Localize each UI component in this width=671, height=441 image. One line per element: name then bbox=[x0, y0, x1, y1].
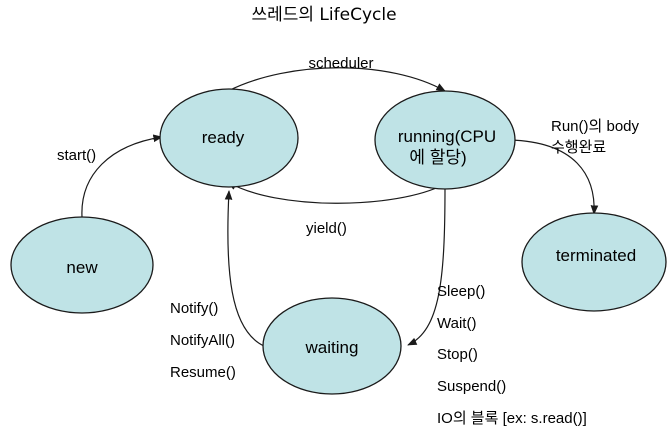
edge-wake bbox=[224, 190, 265, 347]
node-running-label-line2: 에 할당) bbox=[409, 148, 466, 167]
label-start: start() bbox=[57, 147, 96, 164]
node-ready-label: ready bbox=[202, 128, 245, 147]
edges bbox=[81, 67, 599, 347]
label-stop: Stop() bbox=[437, 346, 478, 363]
edge-run-done bbox=[509, 139, 599, 215]
node-ready bbox=[159, 88, 299, 188]
node-running bbox=[374, 90, 516, 190]
label-run-done-line1: Run()의 body bbox=[551, 118, 640, 135]
node-terminated-label: terminated bbox=[556, 246, 636, 265]
label-suspend: Suspend() bbox=[437, 378, 506, 395]
label-scheduler: scheduler bbox=[308, 55, 373, 72]
label-wait: Wait() bbox=[437, 315, 476, 332]
edge-start bbox=[81, 134, 163, 218]
node-waiting-label: waiting bbox=[305, 338, 359, 357]
label-sleep: Sleep() bbox=[437, 283, 485, 300]
node-running-label-line1: running(CPU bbox=[398, 127, 496, 146]
diagram-title: 쓰레드의 LifeCycle bbox=[251, 5, 396, 25]
edge-scheduler bbox=[227, 67, 446, 92]
label-run-done-line2: 수행완료 bbox=[551, 139, 606, 156]
label-notify-all: NotifyAll() bbox=[170, 332, 235, 349]
node-terminated bbox=[521, 212, 667, 312]
label-yield: yield() bbox=[306, 220, 347, 237]
label-notify: Notify() bbox=[170, 300, 218, 317]
edge-block bbox=[407, 186, 446, 346]
node-waiting bbox=[262, 297, 402, 395]
label-io-block: IO의 블록 [ex: s.read()] bbox=[437, 410, 587, 427]
node-new-label: new bbox=[66, 258, 98, 277]
node-new bbox=[10, 216, 154, 314]
edge-yield bbox=[227, 181, 446, 204]
label-resume: Resume() bbox=[170, 364, 236, 381]
